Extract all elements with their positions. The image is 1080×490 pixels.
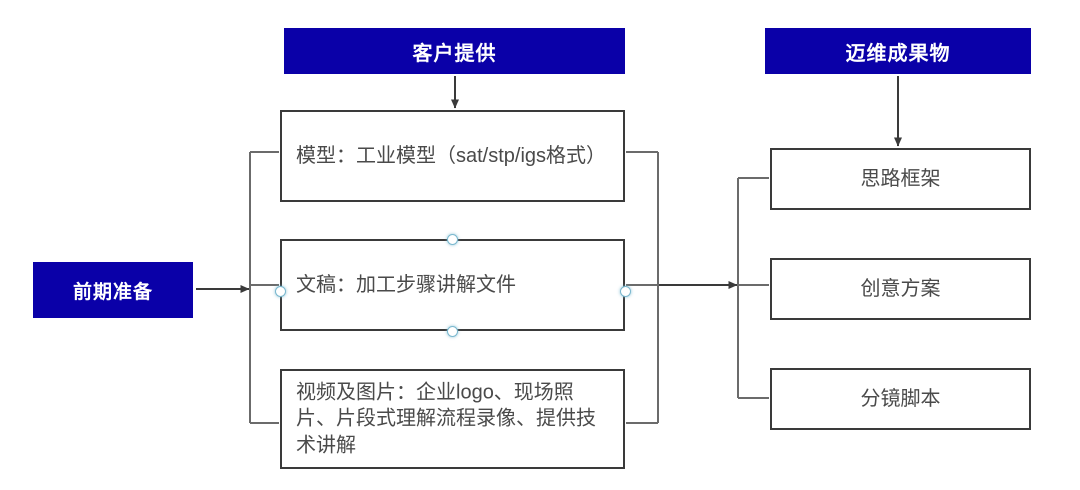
selection-handle-bottom[interactable] [447,325,458,337]
bracket-inputs-left [249,151,279,424]
node-input-document-label: 文稿：加工步骤讲解文件 [296,273,516,296]
node-input-model-label: 模型：工业模型（sat/stp/igs格式） [296,144,607,167]
node-output-framework[interactable]: 思路框架 [770,148,1031,210]
node-output-storyboard[interactable]: 分镜脚本 [770,368,1031,430]
node-output-framework-label: 思路框架 [860,167,941,190]
node-input-media[interactable]: 视频及图片：企业logo、现场照片、片段式理解流程录像、提供技术讲解 [280,369,625,469]
header-maiwei-deliverables[interactable]: 迈维成果物 [765,28,1031,74]
selection-handle-left[interactable] [274,285,286,297]
node-input-model[interactable]: 模型：工业模型（sat/stp/igs格式） [280,110,625,202]
selection-handle-right[interactable] [619,285,631,297]
node-input-document[interactable]: 文稿：加工步骤讲解文件 [280,239,625,331]
node-input-media-label: 视频及图片：企业logo、现场照片、片段式理解流程录像、提供技术讲解 [296,381,596,457]
node-output-creative[interactable]: 创意方案 [770,258,1031,320]
node-output-storyboard-label: 分镜脚本 [860,387,941,410]
bracket-outputs-left [737,177,769,399]
selection-handle-top[interactable] [447,233,458,245]
bracket-inputs-right [626,151,659,424]
node-preliminary-preparation[interactable]: 前期准备 [33,262,193,318]
node-output-creative-label: 创意方案 [860,277,941,300]
header-customer-provides[interactable]: 客户提供 [284,28,625,74]
